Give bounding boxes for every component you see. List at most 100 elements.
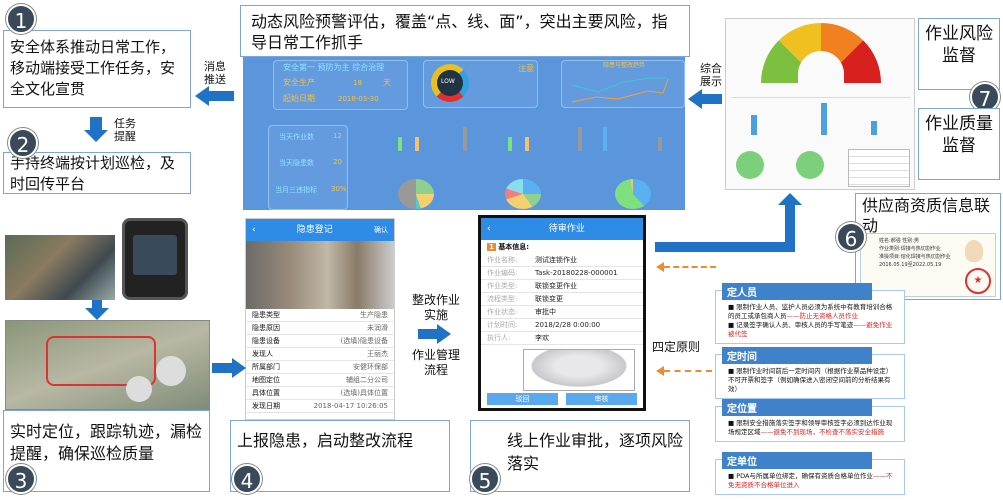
remind-label: 任务提醒: [114, 117, 136, 143]
today-hazards: 20: [333, 158, 342, 166]
cert-item-label: 准操项目:: [879, 254, 901, 260]
cert-valid: 2016.05.19至2022.05.19: [879, 262, 942, 268]
approval-form-row: 作业编码:Task-20180228-000001: [481, 267, 643, 280]
push-label: 消息推送: [204, 60, 226, 86]
back-icon[interactable]: ‹: [252, 225, 256, 235]
cert-sex-label: 性别:: [902, 238, 914, 244]
step4-text: 上报隐患，启动整改流程: [237, 431, 414, 450]
connector-arrow-up: [785, 205, 795, 252]
field-value: 2018-04-17 10:26:05: [313, 402, 388, 410]
hazard-form-row[interactable]: 发现人王丽杰: [246, 348, 394, 361]
rule-item: ■ 限制安全措施落实签字和领导审核签字必须到达作业现场规定区域——避免不到现场，…: [728, 419, 893, 436]
rule-item: ■ PDA与所属单位绑定，确保有资质合格单位作业——不免无资质不合格单位进入: [728, 472, 893, 489]
push-arrow: [208, 91, 234, 101]
display-label: 综合展示: [700, 62, 722, 88]
cert-type: 焊接与热切割作业: [900, 246, 941, 252]
safe-days: 18: [353, 79, 362, 87]
down-arrow-2-head: [85, 308, 109, 320]
safe-label: 安全生产: [283, 78, 315, 87]
rule-text: 限制作业时间前后一定时间内（根据作业票品种设定）不可开票和签字（例如确保进入密闭…: [728, 367, 893, 393]
cert-name: 郝强: [890, 238, 901, 244]
rule-title: 定时间: [722, 347, 872, 364]
month-label: 当月三违指标: [275, 186, 317, 194]
field-label: 作业名称:: [487, 256, 518, 264]
confirm-button[interactable]: 确认: [374, 226, 388, 234]
cert-item: 熔化焊接与热切割作业: [900, 254, 951, 260]
approval-form-row: 执行人:李欢: [481, 332, 643, 345]
hazard-form-row[interactable]: 具体位置(选填)具体位置: [246, 387, 394, 400]
step6-badge: 6: [836, 222, 866, 252]
supplier-dashed-arrow-head: [656, 262, 664, 272]
rule-body: ■ 限制作业时间前后一定时间内（根据作业票品种设定）不可开票和签字（例如确保进入…: [716, 364, 904, 398]
stats-panel: [268, 125, 348, 210]
qualification-certificate: 姓名:郝强 性别:男 作业类别:焊接与热切割作业 准操项目:熔化焊接与热切割作业…: [860, 233, 996, 297]
quality-supervision-text: 作业质量监督: [925, 114, 993, 156]
hazard-form-row[interactable]: 地图定位辅组二分公司: [246, 374, 394, 387]
step7-badge: 7: [970, 82, 1000, 112]
cert-photo: [965, 240, 983, 262]
step2-badge: 2: [8, 128, 38, 158]
field-value: (选填)具体位置: [340, 389, 388, 397]
hazard-form-row[interactable]: 隐患原因未润滑: [246, 322, 394, 335]
approve-button[interactable]: 审核: [566, 393, 637, 405]
step5-box: 线上作业审批，逐项风险落实: [470, 420, 690, 492]
risk-supervision-box: 作业风险监督: [918, 18, 1000, 90]
field-label: 作业类型:: [487, 282, 518, 290]
back-icon[interactable]: ‹: [487, 224, 491, 234]
flow-arrow: [418, 329, 438, 339]
connector-arrow: [655, 242, 795, 252]
step4-arrow: [212, 363, 234, 373]
step2-box: 手持终端按计划巡检，及时回传平台: [3, 152, 191, 194]
field-label: 发现人: [252, 350, 273, 358]
field-label: 作业状态:: [487, 308, 518, 316]
reject-button[interactable]: 驳回: [487, 393, 558, 405]
rectify-label: 整改作业实施: [411, 293, 460, 322]
step4-box: 上报隐患，启动整改流程: [230, 420, 450, 492]
rule-warning: ——避免不到现场，不检查不落实安全措施: [760, 428, 885, 436]
rules-dashed-arrow-head: [656, 366, 664, 376]
remind-arrow: [90, 117, 102, 131]
step3-badge: 3: [6, 464, 36, 494]
step4-badge: 4: [232, 464, 262, 494]
field-value: Task-20180228-000001: [535, 269, 618, 277]
rule-box: 定单位 ■ PDA与所属单位绑定，确保有资质合格单位作业——不免无资质不合格单位进…: [715, 452, 905, 495]
field-value: (选填)隐患设备: [340, 337, 388, 345]
step6-text: 供应商资质信息联动: [862, 196, 991, 235]
hazard-form: 隐患类型 生产隐患隐患原因未润滑隐患设备(选填)隐患设备发现人王丽杰所属部门安健环…: [246, 309, 394, 413]
cert-type-label: 作业类别:: [879, 246, 901, 252]
field-label: 隐患类型: [252, 311, 280, 319]
hazard-form-row[interactable]: 所属部门安健环保部: [246, 361, 394, 374]
field-value: 生产隐患: [360, 311, 388, 319]
section-label: 基本信息:: [498, 243, 530, 251]
trend-chart: [571, 77, 669, 103]
rule-box: 定人员■ 限制作业人员、监护人员必须为系统中有教育培训合格的员工或承包商人员——…: [715, 283, 905, 344]
field-value: 联锁变更: [535, 295, 563, 303]
step1-badge: 1: [6, 4, 36, 34]
field-label: 所属部门: [252, 363, 280, 371]
step3-text: 实时定位，跟踪轨迹，漏检提醒，确保巡检质量: [10, 422, 203, 463]
risk-supervision-text: 作业风险监督: [925, 24, 993, 66]
field-label: 流程类型:: [487, 295, 518, 303]
rule-text: 限制作业人员、监护人员必须为系统中有教育培训合格的员工或承包商人员: [728, 303, 893, 320]
hazard-title: 隐患登记: [296, 225, 333, 235]
gauge-value: LOW: [441, 78, 455, 85]
approval-title: 待审作业: [548, 224, 585, 234]
connector-arrow-head: [778, 193, 802, 205]
down-arrow-2: [92, 300, 102, 310]
step4-arrow-head: [232, 358, 246, 378]
hazard-form-row[interactable]: 隐患类型 生产隐患: [246, 309, 394, 322]
approval-form-row: 作业类型:联锁变更作业: [481, 280, 643, 293]
hazard-form-row[interactable]: 隐患设备(选填)隐患设备: [246, 335, 394, 348]
approval-phone-header: ‹ 待审作业: [481, 218, 643, 240]
rule-item: ■ 限制作业人员、监护人员必须为系统中有教育培训合格的员工或承包商人员——防止无…: [728, 303, 893, 320]
rule-body: ■ 限制安全措施落实签字和领导审核签字必须到达作业现场规定区域——避免不到现场，…: [716, 416, 904, 441]
rule-title: 定单位: [722, 452, 872, 469]
rule-text: 限制安全措施落实签字和领导审核签字必须到达作业现场规定区域: [728, 419, 893, 436]
ppe-photo: [523, 349, 635, 391]
slogan: 安全第一 预防为主 综合治理: [283, 63, 385, 72]
rule-item: ■ 记录签字确认人员、审核人员的手写笔迹——避免作业被代签: [728, 321, 893, 338]
field-label: 地图定位: [252, 376, 280, 384]
basic-info-heading: 1 基本信息:: [487, 243, 530, 251]
rule-warning: ——避免作业被代签: [728, 321, 893, 338]
